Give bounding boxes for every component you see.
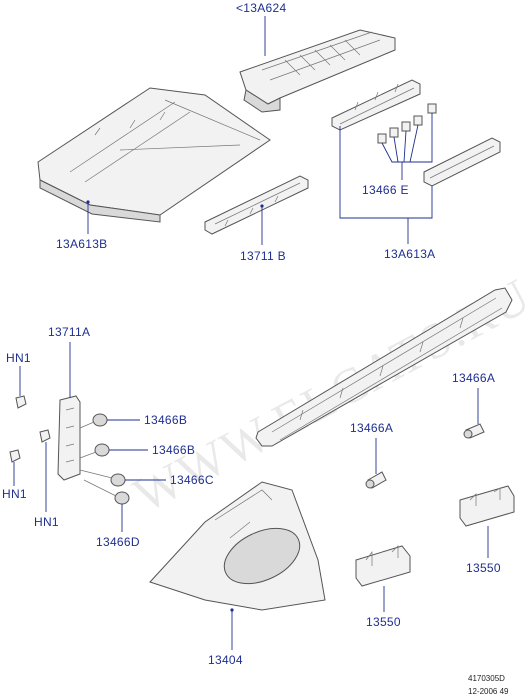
leader-dot-13711B <box>260 204 264 208</box>
callout-13466A-right: 13466A <box>452 371 495 385</box>
callout-13711B: 13711 B <box>240 249 286 263</box>
callout-13466E: 13466 E <box>362 183 409 197</box>
leader-dot-13A613B <box>86 200 90 204</box>
leaders-13466E <box>381 113 433 180</box>
clips-13466E <box>377 103 437 144</box>
long-trim-strip <box>255 287 513 447</box>
channel-13A613A <box>423 137 501 187</box>
callout-13550-mid: 13550 <box>366 615 401 629</box>
bar-13711B <box>204 175 309 235</box>
callout-hn1-left: HN1 <box>2 487 27 501</box>
callout-13466B-1: 13466B <box>144 413 187 427</box>
clip-HN1-mid <box>39 429 51 443</box>
callout-hn1-top: HN1 <box>6 351 31 365</box>
callout-13466C: 13466C <box>170 473 214 487</box>
leader-dot-13404 <box>230 608 234 612</box>
clip-HN1-left <box>9 449 21 463</box>
callout-13A624: <13A624 <box>236 1 287 15</box>
bracket-13A624 <box>239 29 396 113</box>
screw-13466C <box>79 469 126 487</box>
holder-13550-right <box>459 485 515 527</box>
callout-13711A: 13711A <box>48 325 90 339</box>
callout-hn1-mid: HN1 <box>34 515 59 529</box>
callout-13404: 13404 <box>208 653 243 667</box>
bulb-13466A-right <box>463 423 485 439</box>
screw-13466B-2 <box>79 443 110 459</box>
screw-13466B-1 <box>79 413 108 429</box>
footer-date: 12-2006 49 <box>468 687 509 696</box>
footer-code: 4170305D <box>468 674 505 683</box>
callout-13466D: 13466D <box>96 535 140 549</box>
clip-HN1-top <box>15 395 27 409</box>
panel-13404 <box>149 481 326 611</box>
callout-13A613B: 13A613B <box>56 237 107 251</box>
strip-13A613A <box>331 79 421 131</box>
bracket-13711A <box>57 395 81 481</box>
leaders-13A613A <box>339 126 433 244</box>
callout-13A613A: 13A613A <box>384 247 435 261</box>
tray-13A613B <box>37 87 271 223</box>
callout-13466B-2: 13466B <box>152 443 195 457</box>
callout-13550-right: 13550 <box>466 561 501 575</box>
holder-13550-mid <box>355 545 411 587</box>
callout-13466A-mid: 13466A <box>350 421 393 435</box>
bulb-13466A-mid <box>365 471 387 489</box>
